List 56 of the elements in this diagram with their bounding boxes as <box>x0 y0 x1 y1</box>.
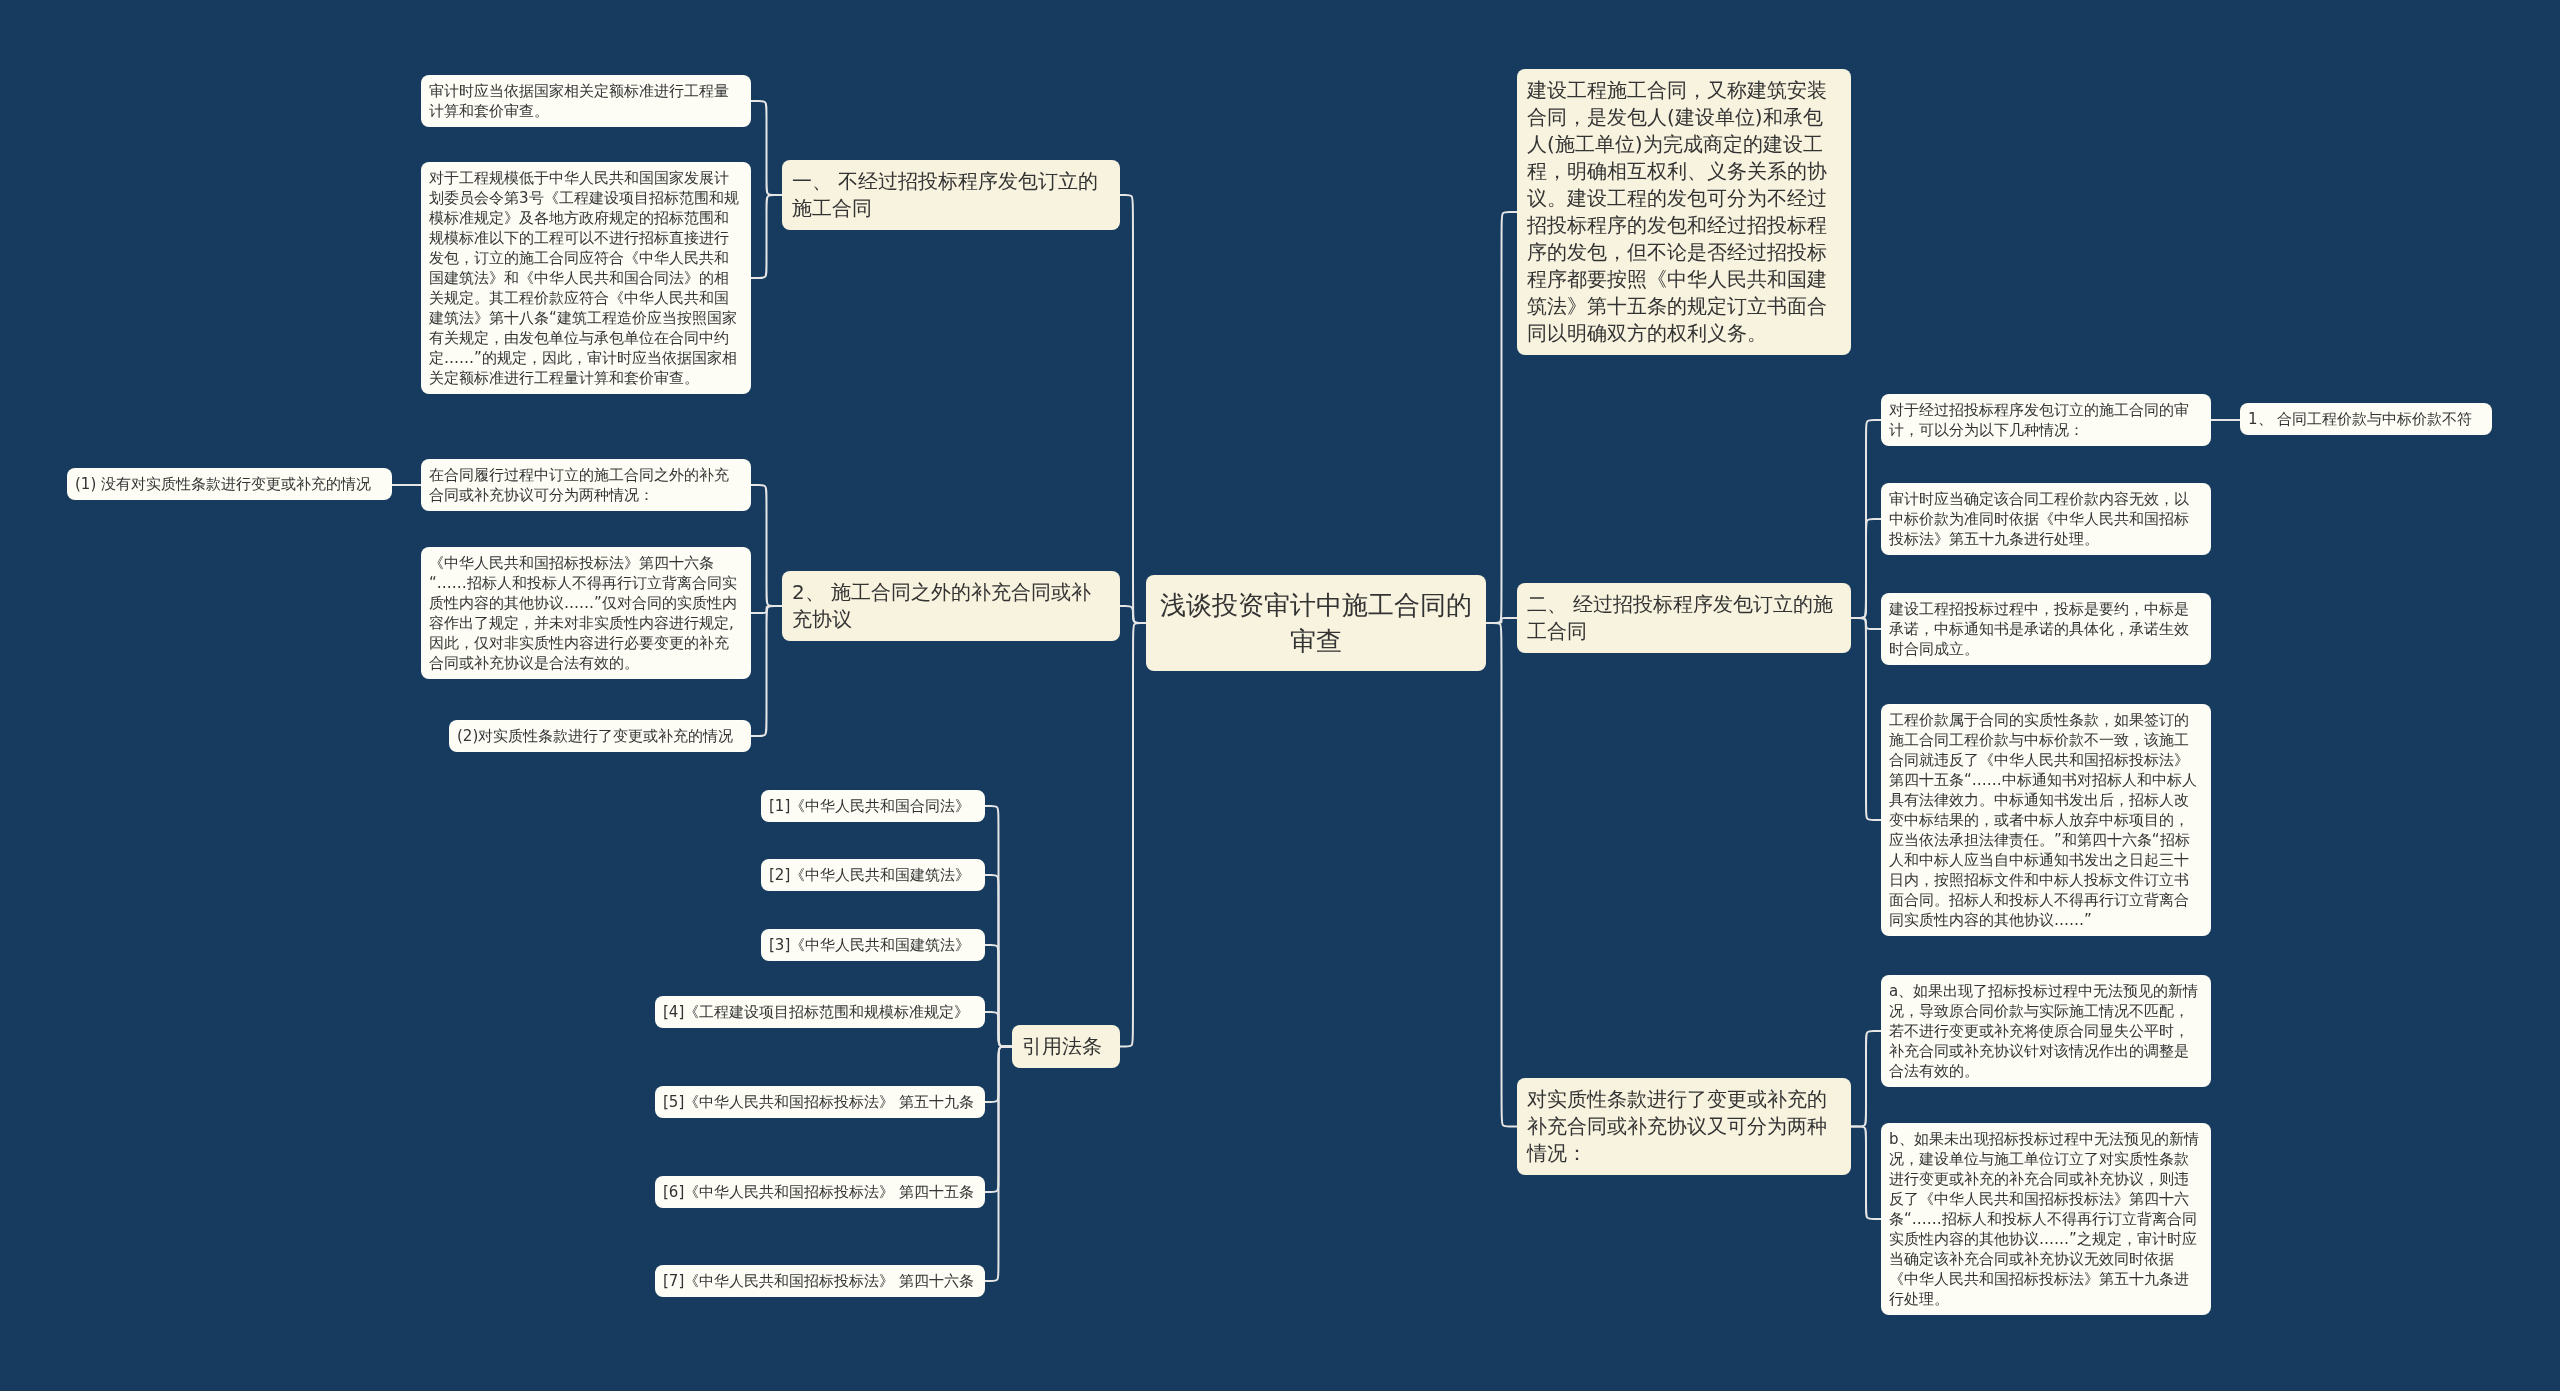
topic-text: (2)对实质性条款进行了变更或补充的情况 <box>457 726 735 746</box>
topic-text: 《中华人民共和国招标投标法》第四十六条 “……招标人和投标人不得再行订立背离合同实质性内容的其他协议……”仅对合同的实质性内容作出了规定，并未对非实质性内容进行规定,因此，仅对非实质性内容进行必要变更的补充合同或补充协议是合法有效的。 <box>429 553 738 673</box>
topic-text: 对于工程规模低于中华人民共和国国家发展计划委员会令第3号《工程建设项目招标范围和规模标准规定》及各地方政府规定的招标范围和规模标准以下的工程可以不进行招标直接进行发包，订立的施工合同应符合《中华人民共和国建筑法》和《中华人民共和国合同法》的相关规定。其工程价款应符合《中华人民共和国建筑法》第十八条“建筑工程造价应当按照国家有关规定，由发包单位与承包单位在合同中约定……”的规定，因此，审计时应当依据国家相关定额标准进行工程量计算和套价审查。 <box>429 168 740 388</box>
branch-topic-box <box>782 160 1120 230</box>
connector-line <box>984 1045 1013 1282</box>
subtopic-box <box>421 75 751 127</box>
central-topic-box <box>1146 575 1486 671</box>
topic-text: 在合同履行过程中订立的施工合同之外的补充合同或补充协议可分为两种情况： <box>429 465 730 505</box>
connector-line <box>1850 1125 1882 1220</box>
subtopic-box <box>1881 593 2211 665</box>
topic-text: 工程价款属于合同的实质性条款，如果签订的施工合同工程价款与中标价款不一致，该施工合同就违反了《中华人民共和国招标投标法》第四十五条“……中标通知书对招标人和中标人具有法律效力。中标通知书发出后，招标人改变中标结果的，或者中标人放弃中标项目的，应当依法承担法律责任。”和第四十六条“招标人和中标人应当自中标通知书发出之日起三十日内，按照招标文件和中标人投标文件订立书面合同。招标人和投标人不得再行订立背离合同实质性内容的其他协议……” <box>1889 710 2198 930</box>
topic-text: 2、 施工合同之外的补充合同或补充协议 <box>792 579 1093 633</box>
topic-text: 对实质性条款进行了变更或补充的补充合同或补充协议又可分为两种情况： <box>1527 1086 1828 1167</box>
connector-line <box>391 484 422 486</box>
subtopic-box <box>655 996 985 1028</box>
topic-text: [5]《中华人民共和国招标投标法》 第五十九条 <box>663 1092 975 1112</box>
branch-topic-box <box>1012 1025 1120 1068</box>
topic-text: a、如果出现了招标投标过程中无法预见的新情况，导致原合同价款与实际施工情况不匹配，若不进行变更或补充将使原合同显失公平时，补充合同或补充协议针对该情况作出的调整是合法有效的。 <box>1889 981 2200 1081</box>
topic-text: [2]《中华人民共和国建筑法》 <box>769 865 972 885</box>
branch-topic-box <box>1517 583 1851 653</box>
connector-line <box>2210 419 2241 421</box>
subtopic-box <box>655 1086 985 1118</box>
topic-text: [3]《中华人民共和国建筑法》 <box>769 935 972 955</box>
topic-text: 对于经过招投标程序发包订立的施工合同的审计，可以分为以下几种情况： <box>1889 400 2190 440</box>
topic-text: [7]《中华人民共和国招标投标法》 第四十六条 <box>663 1271 975 1291</box>
subtopic-box <box>761 929 985 961</box>
subtopic-box <box>655 1265 985 1297</box>
subtopic-box <box>2240 403 2492 435</box>
topic-text: [4]《工程建设项目招标范围和规模标准规定》 <box>663 1002 971 1022</box>
topic-text: [1]《中华人民共和国合同法》 <box>769 796 972 816</box>
subtopic-box <box>655 1176 985 1208</box>
topic-text: 一、 不经过招投标程序发包订立的施工合同 <box>792 168 1100 222</box>
topic-text: 引用法条 <box>1022 1033 1103 1060</box>
subtopic-box <box>421 459 751 511</box>
subtopic-box <box>761 859 985 891</box>
topic-text: b、如果未出现招标投标过程中无法预见的新情况，建设单位与施工单位订立了对实质性条款进行变更或补充的补充合同或补充协议，则违反了《中华人民共和国招标投标法》第四十六条“……招标人和投标人不得再行订立背离合同实质性内容的其他协议……”之规定，审计时应当确定该补充合同或补充协议无效同时依据《中华人民共和国招标投标法》第五十九条进行处理。 <box>1889 1129 2200 1309</box>
subtopic-box <box>67 468 392 500</box>
connector-line <box>750 194 783 279</box>
topic-text: (1) 没有对实质性条款进行变更或补充的情况 <box>75 474 372 494</box>
subtopic-box <box>761 790 985 822</box>
branch-topic-box <box>782 571 1120 641</box>
topic-text: 审计时应当依据国家相关定额标准进行工程量计算和套价审查。 <box>429 81 730 121</box>
subtopic-box <box>449 720 751 752</box>
subtopic-box <box>1881 483 2211 555</box>
topic-text: 建设工程施工合同，又称建筑安装合同，是发包人(建设单位)和承包人(施工单位)为完成商定的建设工程，明确相互权利、义务关系的协议。建设工程的发包可分为不经过招投标程序的发包和经过招投标程序的发包，但不论是否经过招投标程序都要按照《中华人民共和国建筑法》第十五条的规定订立书面合同以明确双方的权利义务。 <box>1527 77 1828 347</box>
subtopic-box <box>1881 394 2211 446</box>
topic-text: 二、 经过招投标程序发包订立的施工合同 <box>1527 591 1835 645</box>
connector-line <box>750 605 783 737</box>
topic-text: 建设工程招投标过程中，投标是要约，中标是承诺，中标通知书是承诺的具体化，承诺生效时合同成立。 <box>1889 599 2190 659</box>
topic-text: 浅谈投资审计中施工合同的审查 <box>1159 589 1473 658</box>
connector-line <box>1850 617 1882 821</box>
topic-text: 1、 合同工程价款与中标价款不符 <box>2248 409 2474 429</box>
topic-text: [6]《中华人民共和国招标投标法》 第四十五条 <box>663 1182 975 1202</box>
subtopic-box <box>1881 975 2211 1087</box>
topic-text: 审计时应当确定该合同工程价款内容无效，以中标价款为准同时依据《中华人民共和国招标投标法》第五十九条进行处理。 <box>1889 489 2190 549</box>
branch-topic-box <box>1517 1078 1851 1175</box>
